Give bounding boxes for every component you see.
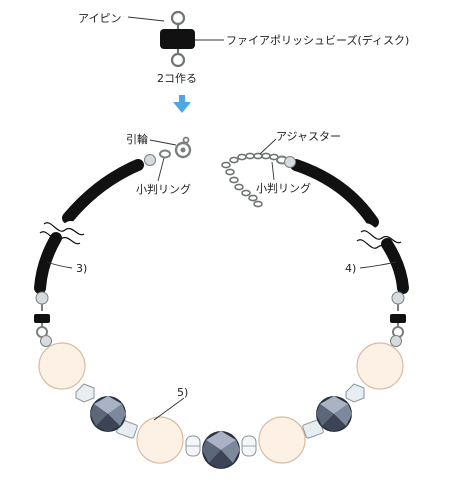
right-lower-strand xyxy=(390,291,406,347)
small-bead-right-top xyxy=(284,156,296,168)
clasp-leader xyxy=(149,139,177,146)
left-cord xyxy=(34,159,144,294)
clasp-ring-label: 引輪 xyxy=(126,132,148,146)
eyepin-label: アイピン xyxy=(78,12,121,25)
make-two-label: 2コ作る xyxy=(157,72,197,85)
eyepin-leader xyxy=(127,16,165,22)
hematite-bead-left xyxy=(90,396,126,432)
right-cord xyxy=(290,159,409,294)
small-bead-left-top xyxy=(144,154,156,166)
adjuster-leader xyxy=(259,138,277,155)
spacer-bead-left xyxy=(185,435,201,457)
jump-ring-left-leader xyxy=(157,157,165,182)
hematite-bead-right xyxy=(316,396,352,432)
pearl-right-upper xyxy=(356,342,404,390)
left-lower-strand xyxy=(34,291,52,347)
left-cut-mark xyxy=(39,215,88,245)
step-3-label: 3) xyxy=(76,262,87,275)
pearl-right-lower xyxy=(258,416,306,464)
jump-ring-right-label: 小判リング xyxy=(256,181,311,195)
lobster-clasp-icon xyxy=(174,136,192,159)
adjuster-chain-icon xyxy=(221,152,279,208)
eyepin-assembly xyxy=(160,10,195,68)
jump-ring-left xyxy=(159,149,171,159)
glass-bead-left-1 xyxy=(75,383,95,403)
adjuster-label: アジャスター xyxy=(276,130,341,143)
jump-ring-left-label: 小判リング xyxy=(136,182,191,196)
right-cut-mark xyxy=(356,223,405,253)
step-3-leader xyxy=(46,261,73,269)
glass-bead-right-1 xyxy=(345,383,365,403)
step-4-label: 4) xyxy=(345,262,356,275)
jump-ring-right-leader xyxy=(271,161,275,181)
down-arrow-icon xyxy=(173,95,191,113)
step-5-label: 5) xyxy=(177,386,188,399)
fire-polish-disk-label: ファイアポリッシュビーズ(ディスク) xyxy=(226,33,409,47)
pearl-left-upper xyxy=(38,342,86,390)
pearl-left-lower xyxy=(136,416,184,464)
spacer-bead-right xyxy=(241,435,257,457)
step-4-leader xyxy=(359,261,397,269)
hematite-bead-center xyxy=(202,431,240,469)
step-5-leader xyxy=(153,397,185,421)
